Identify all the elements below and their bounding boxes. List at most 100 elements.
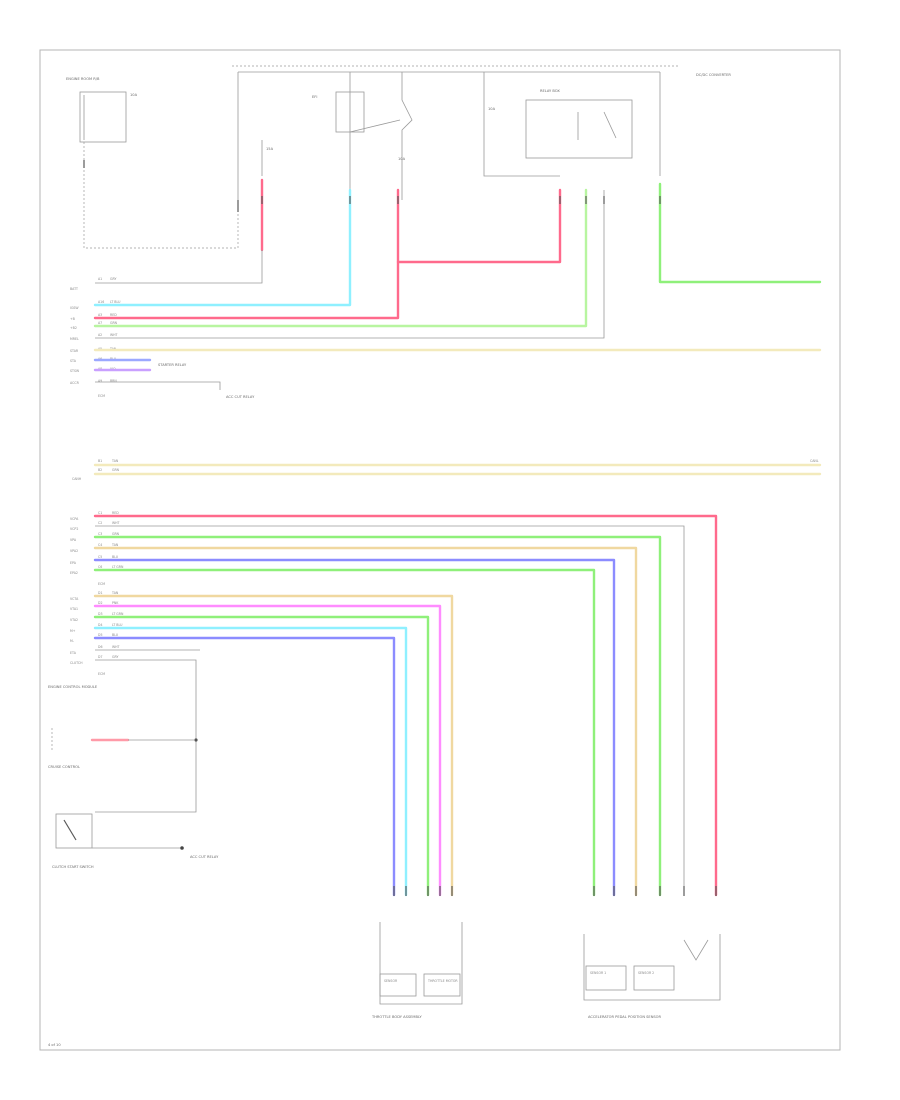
clutch-note: CRUISE CONTROL: [48, 765, 80, 769]
relay-2-fuse: 10A: [398, 157, 406, 161]
svg-text:BLU: BLU: [112, 633, 119, 637]
svg-text:M+: M+: [70, 629, 76, 633]
throttle-motor-box: [423, 973, 461, 997]
svg-text:STAR: STAR: [70, 349, 79, 353]
svg-text:VTA1: VTA1: [70, 607, 78, 611]
svg-text:D4: D4: [98, 623, 102, 627]
fuse-3-feed: [483, 72, 560, 177]
pedal-sensor-2-label: SENSOR 2: [638, 971, 654, 975]
can-labels: B1 TAN B2 GRN CANH CANL: [72, 459, 819, 481]
wire-brn-accr: [95, 381, 221, 390]
sensor-group-1-labels: VCPA C1 RED VCP2 C2 WHT VPA C3 GRN VPA2 …: [70, 511, 124, 586]
top-left-module: [79, 91, 127, 143]
clutch-switch-label: CLUTCH START SWITCH: [52, 865, 94, 869]
svg-text:D5: D5: [98, 633, 102, 637]
svg-text:C6: C6: [98, 565, 102, 569]
wire-tan-vpa2: [93, 546, 638, 897]
wire-blu-epa: [93, 558, 616, 897]
wire-pnk-vta1: [93, 604, 442, 897]
pedal-sensor-2-box: [633, 965, 675, 991]
svg-text:ETA: ETA: [70, 651, 77, 655]
pedal-sensor-1-box: [585, 965, 627, 991]
svg-text:CANL: CANL: [810, 459, 819, 463]
top-left-module-note: 10A: [130, 93, 138, 97]
svg-text:WHT: WHT: [112, 645, 120, 649]
svg-text:GRN: GRN: [110, 321, 118, 325]
wire-wht-vcp2: [95, 525, 685, 895]
pedal-sensor-1-label: SENSOR 1: [590, 971, 606, 975]
svg-text:CANH: CANH: [72, 477, 82, 481]
svg-text:WHT: WHT: [110, 333, 118, 337]
svg-text:RED: RED: [110, 313, 117, 317]
wire-grn-b2: [93, 188, 588, 328]
throttle-motor-label: THROTTLE MOTOR: [427, 979, 458, 983]
svg-text:ECM: ECM: [98, 582, 105, 586]
svg-text:ECM: ECM: [98, 672, 105, 676]
wire-gry-batt: [95, 250, 263, 284]
svg-text:VPA2: VPA2: [70, 549, 78, 553]
right-note: DC/DC CONVERTER: [696, 73, 731, 77]
svg-text:A9: A9: [98, 379, 102, 383]
svg-text:A1: A1: [98, 277, 102, 281]
relay-1-label: EFI: [312, 95, 317, 99]
svg-text:RED: RED: [112, 511, 119, 515]
svg-text:GRN: GRN: [112, 532, 120, 536]
pedal-assy-label: ACCELERATOR PEDAL POSITION SENSOR: [588, 1015, 661, 1019]
svg-text:EPA: EPA: [70, 561, 77, 565]
svg-text:A2: A2: [98, 333, 102, 337]
svg-text:GRY: GRY: [110, 277, 116, 281]
wire-grn-right: [658, 182, 822, 284]
page-number: 4 of 10: [48, 1043, 61, 1047]
svg-text:ACCR: ACCR: [70, 381, 80, 385]
svg-text:IGSW: IGSW: [70, 306, 79, 310]
wire-ltgrn-epa2: [93, 568, 596, 897]
clutch-switch-blade: [63, 819, 77, 841]
svg-text:M-: M-: [70, 639, 74, 643]
svg-text:CLUTCH: CLUTCH: [70, 661, 83, 665]
pedal-switch-symbol: [683, 939, 709, 961]
svg-text:A16: A16: [98, 300, 104, 304]
svg-text:ECM: ECM: [98, 394, 105, 398]
svg-text:GRY: GRY: [112, 655, 118, 659]
svg-text:D6: D6: [98, 645, 102, 649]
wire-wht-mrel: [95, 190, 605, 339]
relay-box-label: RELAY BOX: [540, 89, 560, 93]
svg-text:TAN: TAN: [111, 591, 119, 595]
svg-text:GRN: GRN: [112, 468, 120, 472]
wire-red-b: [93, 188, 400, 320]
svg-text:D2: D2: [98, 601, 102, 605]
svg-text:C4: C4: [98, 543, 102, 547]
svg-text:BRN: BRN: [110, 379, 117, 383]
svg-text:C3: C3: [98, 532, 102, 536]
svg-text:BLU: BLU: [112, 555, 119, 559]
relay-box: [525, 99, 633, 159]
left-connector-labels: BATT A1 GRY IGSW A16 LT BLU +B A3 RED +B…: [70, 277, 121, 398]
svg-text:LT GRN: LT GRN: [112, 612, 124, 616]
wire-ltgrn-vta2: [93, 615, 430, 897]
svg-text:B1: B1: [98, 459, 102, 463]
sensor-group-2-labels: VCTA D1 TAN VTA1 D2 PNK VTA2 D3 LT GRN M…: [70, 591, 124, 676]
svg-text:MREL: MREL: [70, 337, 79, 341]
clutch-switch-box: [55, 813, 93, 849]
svg-text:LT BLU: LT BLU: [110, 300, 121, 304]
bottom-connector-marks: [393, 886, 717, 896]
svg-text:VPA: VPA: [70, 538, 77, 542]
svg-text:VCP2: VCP2: [70, 527, 78, 531]
svg-text:PNK: PNK: [112, 601, 119, 605]
wire-gry-clutch: [95, 659, 197, 813]
svg-text:EPA2: EPA2: [70, 571, 78, 575]
wire-red-b-branch: [396, 188, 562, 264]
svg-text:C1: C1: [98, 511, 102, 515]
svg-text:VCTA: VCTA: [70, 597, 79, 601]
svg-text:C5: C5: [98, 555, 102, 559]
svg-text:D1: D1: [98, 591, 102, 595]
svg-text:+B: +B: [70, 317, 75, 321]
wire-tan-vcta: [93, 594, 454, 897]
fuse-1-label: 15A: [266, 147, 274, 151]
svg-text:VTA2: VTA2: [70, 618, 78, 622]
page-frame: [39, 49, 841, 1051]
pedal-assy-outline: [583, 934, 721, 1001]
left-module-title: ENGINE CONTROL MODULE: [48, 685, 98, 689]
throttle-sensor-label: SENSOR: [384, 979, 398, 983]
